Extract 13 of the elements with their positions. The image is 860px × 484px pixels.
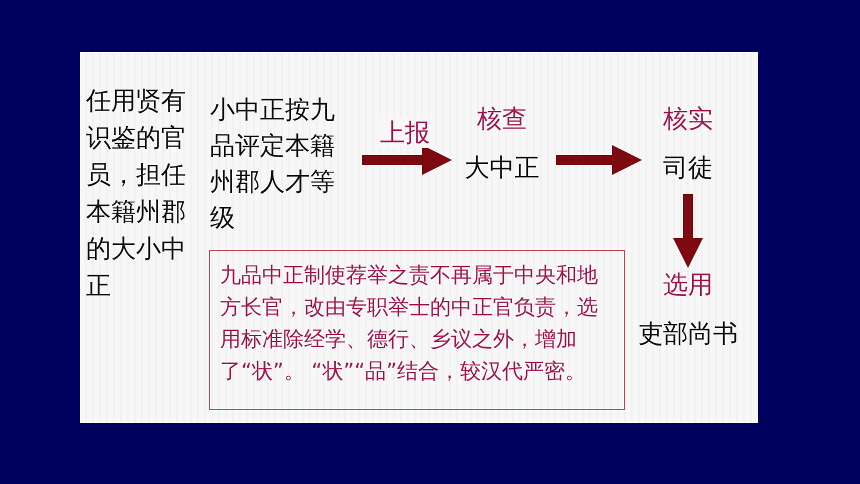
note-text: 九品中正制使荐举之责不再属于中央和地方长官，改由专职举士的中正官负责，选用标准除经学、德行、乡议之外，增加了“状”。 “状”“品”结合，较汉代严密。 — [220, 262, 599, 385]
node-text: 小中正按九品评定本籍州郡人才等级 — [210, 94, 336, 234]
node-text: 吏部尚书 — [638, 318, 738, 350]
node-text: 司徒 — [663, 152, 713, 184]
arrow — [673, 194, 703, 268]
node-heading: 核实 — [663, 103, 713, 135]
node-heading: 选用 — [663, 269, 713, 301]
node-text: 大中正 — [464, 152, 540, 184]
arrow — [556, 145, 642, 175]
edge-label: 上报 — [378, 118, 432, 148]
node-heading: 核查 — [477, 103, 527, 135]
note-box — [209, 250, 625, 410]
description-text: 任用贤有识鉴的官员，担任本籍州郡的大小中正 — [86, 85, 186, 302]
